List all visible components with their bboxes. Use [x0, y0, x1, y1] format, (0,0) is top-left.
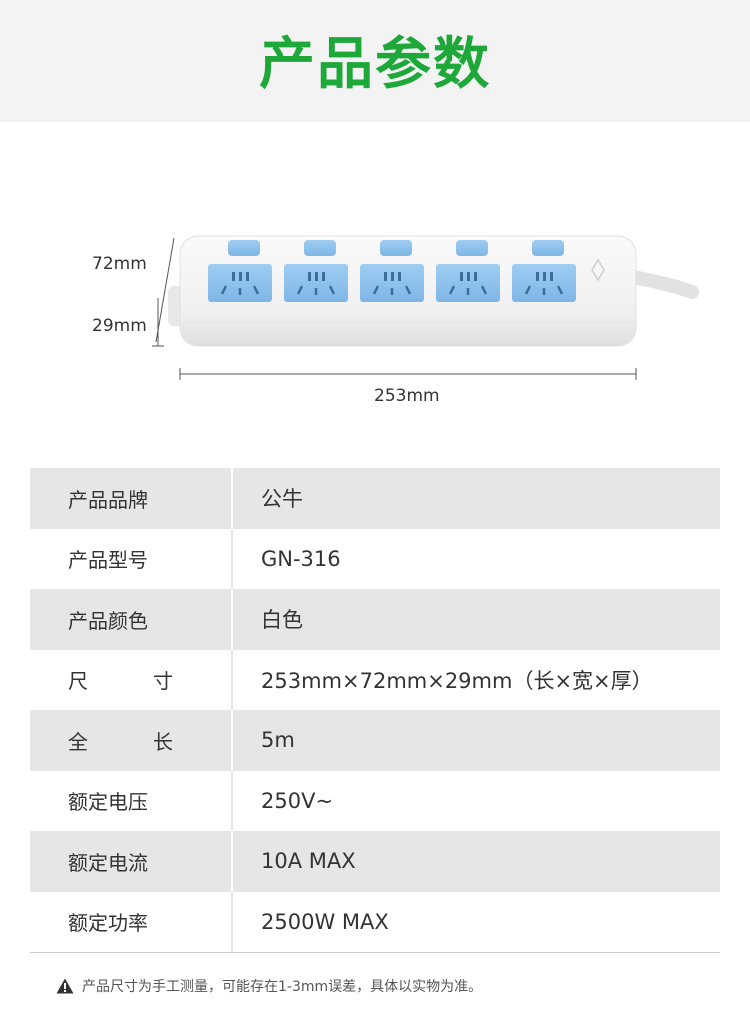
spec-value: 10A MAX [261, 849, 356, 874]
table-row: 全 长 5m [30, 710, 720, 771]
spec-value: 白色 [261, 608, 303, 633]
spec-value: 250V~ [261, 788, 334, 813]
table-divider [30, 952, 720, 953]
spec-value: 公牛 [261, 487, 303, 512]
power-strip-icon [152, 235, 699, 380]
product-dimension-figure: 72mm 29mm 253mm [0, 122, 750, 462]
footnote: 产品尺寸为手工测量，可能存在1-3mm误差，具体以实物为准。 [56, 976, 482, 996]
page-title: 产品参数 [259, 31, 491, 97]
footnote-text: 产品尺寸为手工测量，可能存在1-3mm误差，具体以实物为准。 [82, 979, 483, 995]
depth-dimension-label: 29mm [92, 316, 147, 336]
spec-label-char: 寸 [153, 669, 173, 694]
length-dimension-label: 253mm [374, 386, 440, 406]
spec-label: 尺 寸 [30, 649, 233, 710]
spec-label-char: 全 [68, 729, 88, 754]
spec-value: 2500W MAX [261, 909, 389, 934]
spec-label: 产品品牌 [30, 468, 233, 529]
table-row: 产品品牌 公牛 [30, 468, 720, 529]
spec-value: 5m [261, 728, 295, 753]
table-row: 尺 寸 253mm×72mm×29mm（长×宽×厚） [30, 649, 720, 710]
spec-table: 产品品牌 公牛 产品型号 GN-316 产品颜色 白色 尺 寸 253mm×72… [30, 468, 720, 952]
spec-label: 额定电流 [30, 831, 233, 892]
warning-icon [56, 978, 74, 994]
height-dimension-label: 72mm [92, 254, 147, 274]
spec-value: 253mm×72mm×29mm（长×宽×厚） [261, 668, 653, 693]
table-row: 产品型号 GN-316 [30, 528, 720, 589]
spec-label: 全 长 [30, 710, 233, 771]
table-row: 额定电流 10A MAX [30, 831, 720, 892]
table-row: 额定功率 2500W MAX [30, 891, 720, 952]
header-banner: 产品参数 [0, 0, 750, 122]
table-row: 产品颜色 白色 [30, 589, 720, 650]
table-row: 额定电压 250V~ [30, 770, 720, 831]
spec-label: 额定电压 [30, 770, 233, 831]
spec-label: 额定功率 [30, 891, 233, 952]
spec-label-char: 长 [153, 729, 173, 754]
spec-label: 产品型号 [30, 528, 233, 589]
spec-label: 产品颜色 [30, 589, 233, 650]
spec-label-char: 尺 [68, 669, 88, 694]
spec-value: GN-316 [261, 546, 341, 571]
